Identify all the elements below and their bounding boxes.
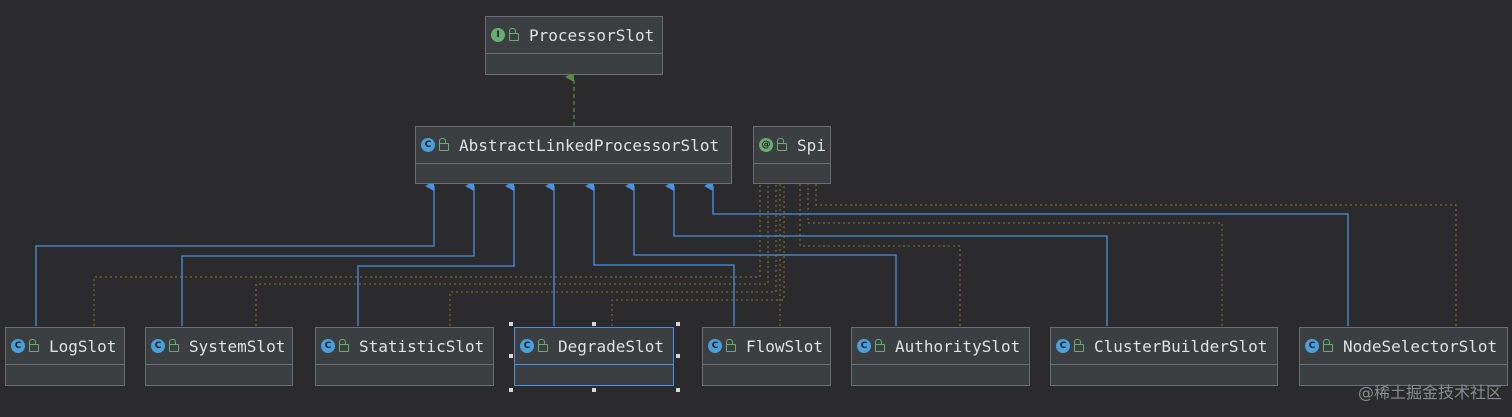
node-flow-slot[interactable]: C FlowSlot xyxy=(702,327,831,386)
extends-edge-flowslot xyxy=(585,181,735,326)
resize-handle[interactable] xyxy=(676,388,680,392)
lock-icon xyxy=(1074,339,1084,352)
lock-icon xyxy=(29,339,39,352)
extends-edge-logslot xyxy=(35,181,435,326)
resize-handle[interactable] xyxy=(676,354,680,358)
watermark: @稀土掘金技术社区 xyxy=(1357,383,1502,402)
node-label: NodeSelectorSlot xyxy=(1343,336,1498,356)
node-label: SystemSlot xyxy=(189,336,286,356)
resize-handle[interactable] xyxy=(509,354,513,358)
class-icon: C xyxy=(520,339,534,353)
node-processor-slot[interactable]: I ProcessorSlot xyxy=(485,16,663,75)
lock-icon xyxy=(169,339,179,352)
node-label: DegradeSlot xyxy=(558,336,664,356)
lock-icon xyxy=(875,339,885,352)
node-label: AbstractLinkedProcessorSlot xyxy=(459,135,720,155)
extends-edge-statisticslot xyxy=(357,181,515,326)
annotation-icon: @ xyxy=(759,138,773,152)
node-log-slot[interactable]: C LogSlot xyxy=(5,327,125,386)
extends-edges xyxy=(35,181,1349,326)
resize-handle[interactable] xyxy=(676,322,680,326)
node-system-slot[interactable]: C SystemSlot xyxy=(145,327,293,386)
class-icon: C xyxy=(11,339,25,353)
node-degrade-slot[interactable]: C DegradeSlot xyxy=(514,327,674,386)
class-icon: C xyxy=(1056,339,1070,353)
lock-icon xyxy=(439,138,449,151)
resize-handle[interactable] xyxy=(592,322,596,326)
lock-icon xyxy=(1323,339,1333,352)
lock-icon xyxy=(538,339,548,352)
extends-edge-clusterbuilderslot xyxy=(665,181,1108,326)
node-label: ProcessorSlot xyxy=(529,25,655,45)
lock-icon xyxy=(509,28,519,41)
node-spi[interactable]: @ Spi xyxy=(753,126,831,184)
class-icon: C xyxy=(1305,339,1319,353)
lock-icon xyxy=(726,339,736,352)
lock-icon xyxy=(777,138,787,151)
interface-icon: I xyxy=(491,28,505,42)
class-icon: C xyxy=(708,339,722,353)
node-label: StatisticSlot xyxy=(359,336,485,356)
lock-icon xyxy=(339,339,349,352)
node-label: ClusterBuilderSlot xyxy=(1094,336,1268,356)
resize-handle[interactable] xyxy=(592,388,596,392)
node-authority-slot[interactable]: C AuthoritySlot xyxy=(851,327,1030,386)
class-icon: C xyxy=(151,339,165,353)
node-abstract-linked-processor-slot[interactable]: C AbstractLinkedProcessorSlot xyxy=(415,126,732,184)
node-label: FlowSlot xyxy=(746,336,824,356)
node-statistic-slot[interactable]: C StatisticSlot xyxy=(315,327,494,386)
extends-edge-systemslot xyxy=(181,181,475,326)
class-icon: C xyxy=(321,339,335,353)
extends-edge-authorityslot xyxy=(625,181,897,326)
node-node-selector-slot[interactable]: C NodeSelectorSlot xyxy=(1299,327,1508,386)
resize-handle[interactable] xyxy=(509,388,513,392)
node-label: AuthoritySlot xyxy=(895,336,1021,356)
extends-edge-nodeselectorslot xyxy=(704,181,1349,326)
node-cluster-builder-slot[interactable]: C ClusterBuilderSlot xyxy=(1050,327,1278,386)
class-icon: C xyxy=(421,138,435,152)
node-label: Spi xyxy=(797,135,826,155)
class-icon: C xyxy=(857,339,871,353)
node-label: LogSlot xyxy=(49,336,117,356)
resize-handle[interactable] xyxy=(509,322,513,326)
